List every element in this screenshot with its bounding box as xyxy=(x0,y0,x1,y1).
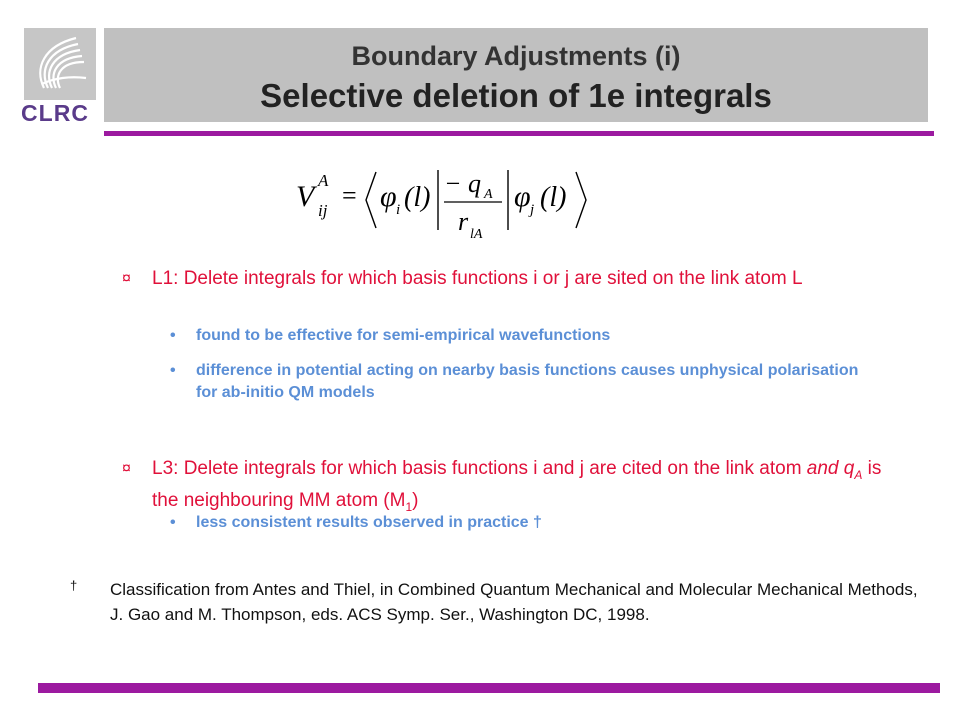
formula-arg-i: (l) xyxy=(404,182,430,213)
formula-phi-j-sub: j xyxy=(528,202,534,218)
left-angle-bracket xyxy=(365,171,377,229)
page-title: Boundary Adjustments (i) xyxy=(351,41,681,71)
formula-lhs-sub: ij xyxy=(318,201,328,220)
bottom-divider xyxy=(38,683,940,693)
formula-numerator-sub: A xyxy=(483,187,493,202)
formula-lhs-sup: A xyxy=(317,171,329,190)
bullet-marker: ¤ xyxy=(122,460,131,477)
formula-phi-j: φ xyxy=(514,180,531,213)
formula-denominator: r xyxy=(458,207,469,236)
logo-text: CLRC xyxy=(21,100,89,126)
bullet-dot-icon: • xyxy=(170,514,176,531)
logo-swirl-icon xyxy=(39,36,87,89)
title-banner: Boundary Adjustments (i) Selective delet… xyxy=(104,28,928,122)
bullet-l3-text: L3: Delete integrals for which basis fun… xyxy=(152,456,912,520)
l3-text-and: and q xyxy=(806,458,855,479)
formula-lhs: V xyxy=(296,180,318,213)
l3-text-c: ) xyxy=(412,489,419,511)
top-divider xyxy=(104,131,934,136)
footnote-text: Classification from Antes and Thiel, in … xyxy=(110,580,918,624)
clrc-logo: CLRC xyxy=(12,28,98,126)
formula: V A ij = φ i (l) − q A r lA φ j (l) xyxy=(290,160,610,244)
formula-svg: V A ij = φ i (l) − q A r lA φ j (l) xyxy=(296,169,587,242)
bullet-marker: ¤ xyxy=(122,270,131,287)
sub-bullet-text: less consistent results observed in prac… xyxy=(196,514,542,531)
l3-text-b: is the neighbouring MM atom (M xyxy=(152,458,882,511)
l3-text-a: L3: Delete integrals for which basis fun… xyxy=(152,458,807,479)
bullet-dot-icon: • xyxy=(170,327,176,344)
l3-text-b-sub: 1 xyxy=(405,499,413,514)
sub-bullet-text: found to be effective for semi-empirical… xyxy=(196,327,611,344)
formula-phi-i: φ xyxy=(380,180,397,213)
formula-phi-i-sub: i xyxy=(396,202,400,218)
bullet-dot-icon: • xyxy=(170,362,176,379)
page-subtitle: Selective deletion of 1e integrals xyxy=(260,77,772,114)
footnote-marker: † xyxy=(70,578,78,593)
sub-bullet-text: difference in potential acting on nearby… xyxy=(196,362,859,401)
formula-numerator: − q xyxy=(444,169,481,198)
formula-arg-j: (l) xyxy=(540,182,566,213)
l3-text-and-sub: A xyxy=(854,467,863,482)
right-angle-bracket xyxy=(575,171,587,229)
formula-denominator-sub: lA xyxy=(470,227,483,242)
logo-emblem xyxy=(24,28,96,100)
bullet-l1-text: L1: Delete integrals for which basis fun… xyxy=(152,268,803,289)
formula-equals: = xyxy=(342,181,357,210)
